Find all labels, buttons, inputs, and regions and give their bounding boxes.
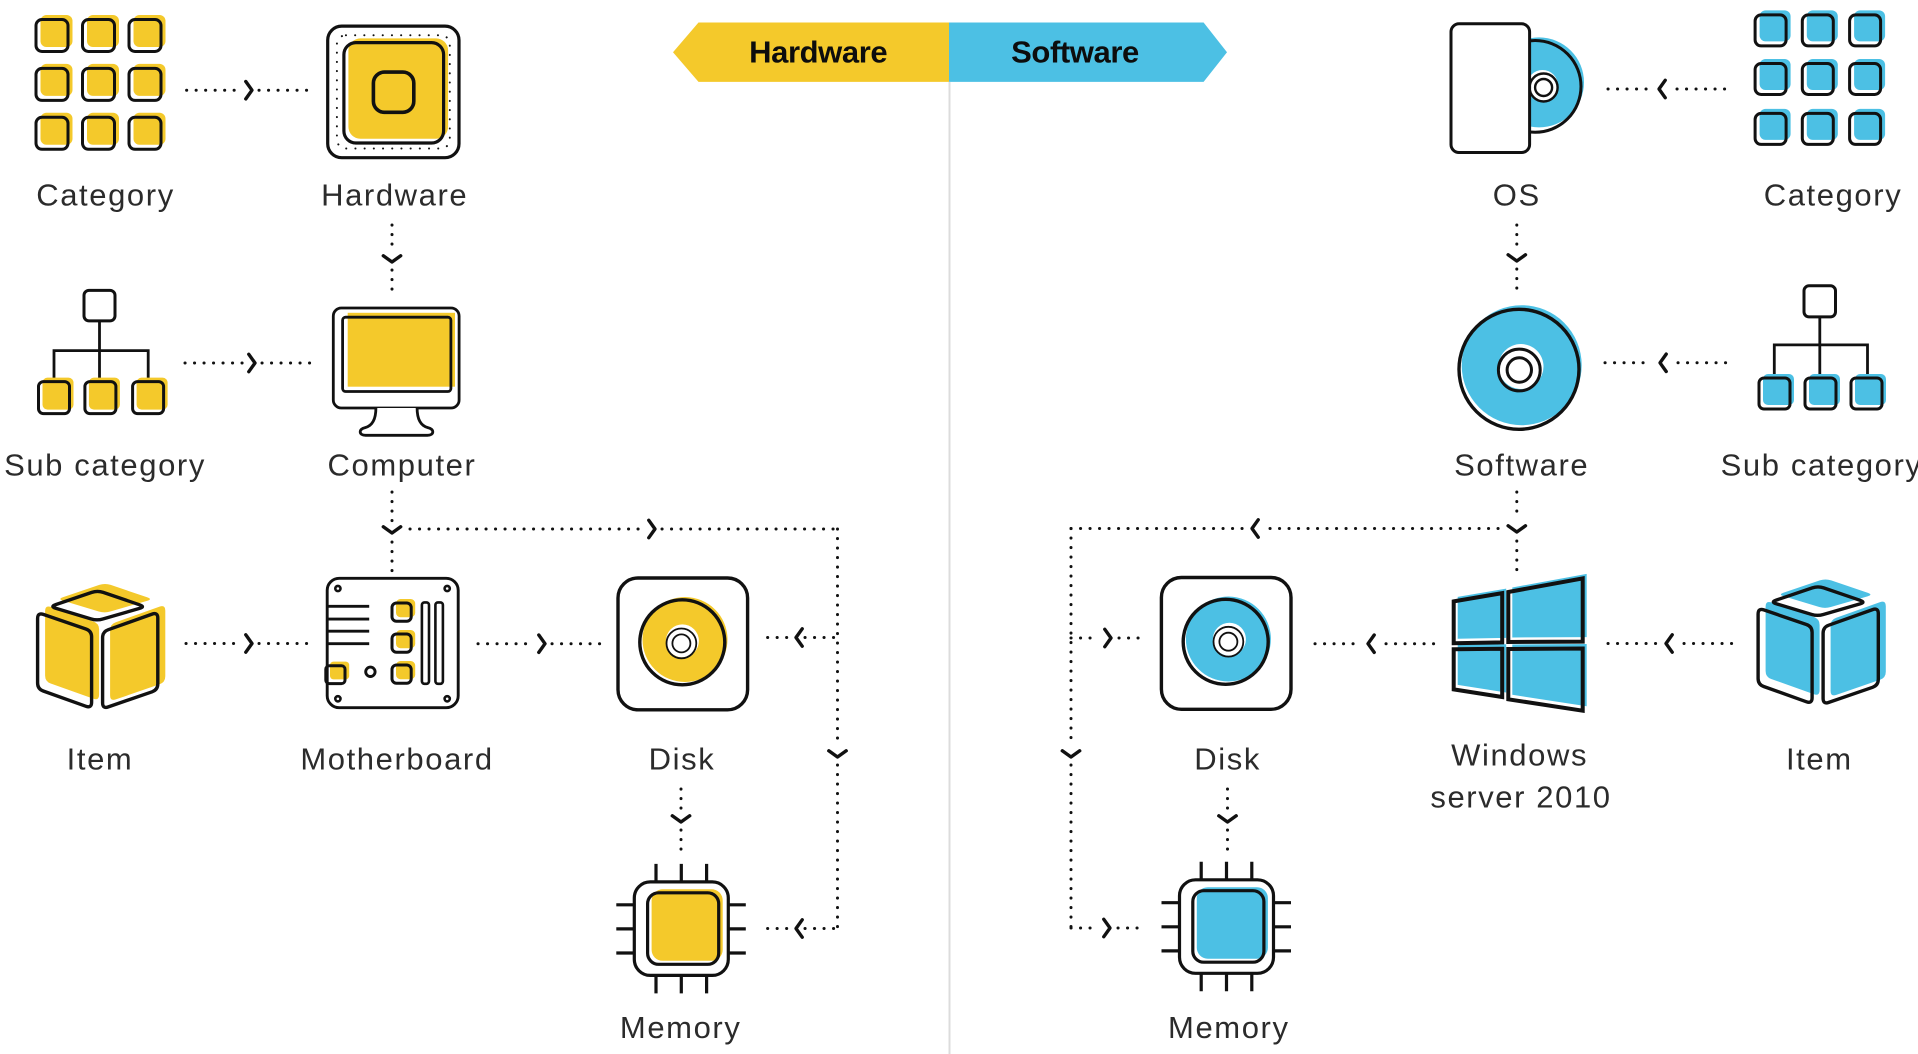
svg-text:Hardware: Hardware [321,178,468,213]
svg-text:Memory: Memory [1168,1010,1290,1045]
svg-text:Memory: Memory [620,1010,742,1045]
svg-text:Windows: Windows [1451,738,1588,773]
svg-text:Sub category: Sub category [4,447,206,482]
svg-text:Item: Item [67,742,134,777]
svg-text:Motherboard: Motherboard [300,742,493,777]
svg-text:Sub category: Sub category [1721,447,1918,482]
svg-text:Category: Category [1764,178,1903,213]
svg-text:OS: OS [1493,178,1541,213]
svg-text:Disk: Disk [649,742,716,777]
svg-text:Software: Software [1454,447,1589,482]
svg-text:Category: Category [36,178,175,213]
svg-text:Hardware: Hardware [749,35,887,70]
svg-text:Item: Item [1786,742,1853,777]
svg-text:Software: Software [1011,35,1139,70]
svg-text:server 2010: server 2010 [1430,780,1611,815]
svg-text:Disk: Disk [1194,742,1261,777]
svg-text:Computer: Computer [328,447,477,482]
